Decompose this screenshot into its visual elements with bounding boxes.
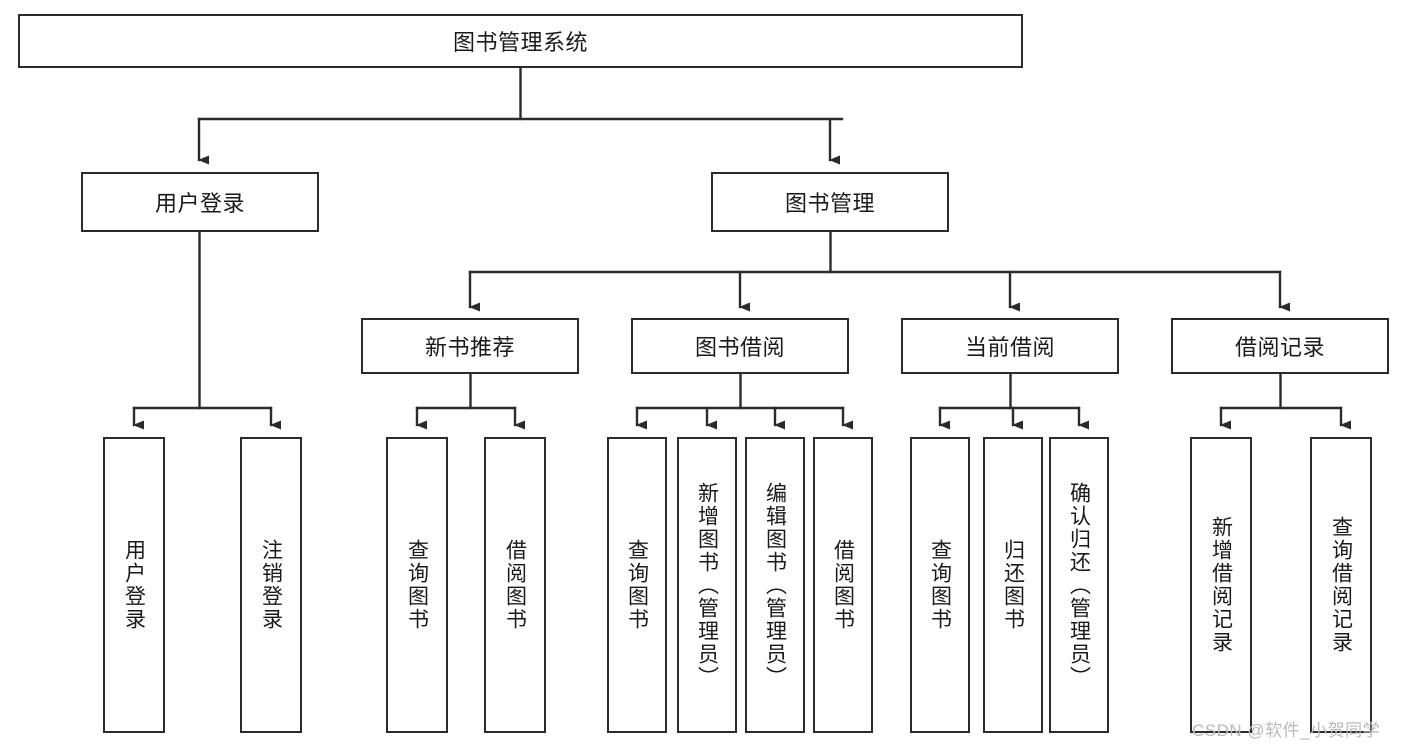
node-leaf-user-login[interactable]: 用户登录 [103, 437, 165, 733]
node-user-login-label: 用户登录 [154, 191, 245, 216]
node-leaf-return-book[interactable]: 归还图书 [983, 437, 1043, 733]
node-leaf-query-record-label: 查询借阅记录 [1329, 516, 1353, 654]
node-leaf-confirm-return[interactable]: 确认归还（管理员） [1049, 437, 1109, 733]
node-leaf-query-record[interactable]: 查询借阅记录 [1310, 437, 1372, 733]
node-leaf-user-login-label: 用户登录 [122, 539, 146, 631]
node-leaf-borrow-book-label: 借阅图书 [831, 539, 855, 631]
node-leaf-user-logout[interactable]: 注销登录 [240, 437, 302, 733]
node-leaf-query-book-borrow[interactable]: 查询图书 [607, 437, 667, 733]
node-borrow-record[interactable]: 借阅记录 [1171, 318, 1389, 374]
node-leaf-query-book-cur-label: 查询图书 [928, 539, 952, 631]
node-leaf-borrow-book-rec-label: 借阅图书 [503, 539, 527, 631]
node-root-label: 图书管理系统 [452, 30, 588, 55]
node-leaf-query-book-borrow-label: 查询图书 [625, 539, 649, 631]
node-leaf-add-book[interactable]: 新增图书（管理员） [677, 437, 737, 733]
node-new-book-rec[interactable]: 新书推荐 [361, 318, 579, 374]
node-leaf-add-record-label: 新增借阅记录 [1209, 516, 1233, 654]
node-leaf-add-book-label: 新增图书（管理员） [695, 481, 719, 689]
node-book-manage[interactable]: 图书管理 [711, 172, 949, 232]
node-leaf-user-logout-label: 注销登录 [259, 539, 283, 631]
node-book-borrow-label: 图书借阅 [694, 335, 785, 360]
node-leaf-borrow-book[interactable]: 借阅图书 [813, 437, 873, 733]
node-leaf-edit-book[interactable]: 编辑图书（管理员） [745, 437, 805, 733]
node-leaf-query-book-rec[interactable]: 查询图书 [386, 437, 448, 733]
node-root[interactable]: 图书管理系统 [18, 14, 1023, 68]
node-user-login[interactable]: 用户登录 [81, 172, 319, 232]
node-leaf-query-book-cur[interactable]: 查询图书 [910, 437, 970, 733]
node-book-manage-label: 图书管理 [784, 191, 875, 216]
node-leaf-confirm-return-label: 确认归还（管理员） [1067, 481, 1091, 689]
node-current-borrow-label: 当前借阅 [964, 335, 1055, 360]
node-leaf-add-record[interactable]: 新增借阅记录 [1190, 437, 1252, 733]
csdn-watermark: CSDN @软件_小贺同学 [1192, 721, 1381, 740]
node-new-book-rec-label: 新书推荐 [424, 335, 515, 360]
node-leaf-query-book-rec-label: 查询图书 [405, 539, 429, 631]
node-current-borrow[interactable]: 当前借阅 [901, 318, 1119, 374]
node-leaf-edit-book-label: 编辑图书（管理员） [763, 481, 787, 689]
node-leaf-borrow-book-rec[interactable]: 借阅图书 [484, 437, 546, 733]
node-book-borrow[interactable]: 图书借阅 [631, 318, 849, 374]
node-leaf-return-book-label: 归还图书 [1001, 539, 1025, 631]
node-borrow-record-label: 借阅记录 [1234, 335, 1325, 360]
